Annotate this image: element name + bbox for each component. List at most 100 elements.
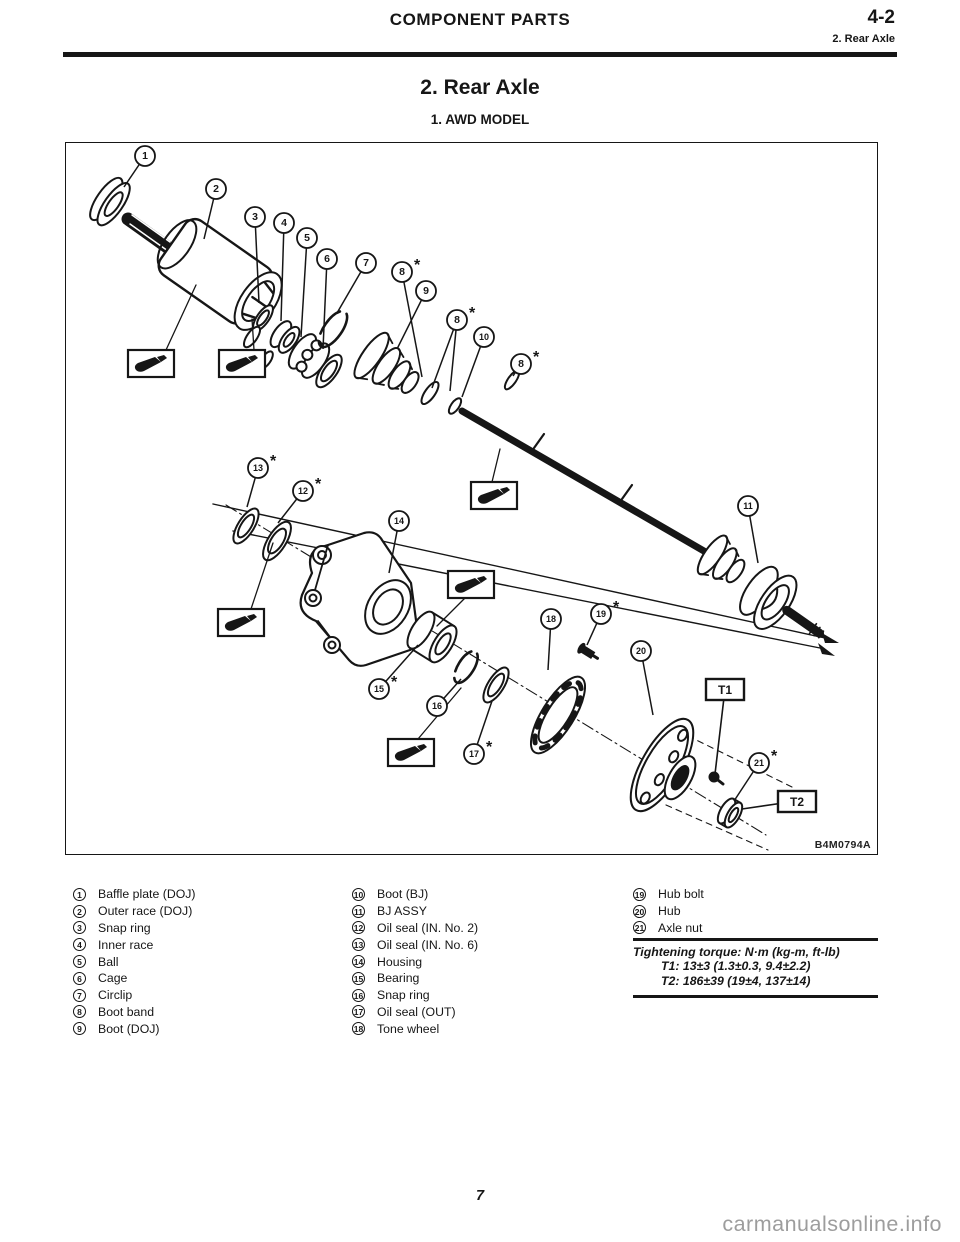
legend-item-number: 5 xyxy=(73,955,86,969)
callout-circle xyxy=(446,309,468,331)
legend-item-number: 6 xyxy=(73,971,86,985)
legend-item-number: 19 xyxy=(633,887,646,901)
callout-circle xyxy=(368,678,390,700)
legend-item: 19 Hub bolt xyxy=(633,886,908,903)
replace-asterisk: * xyxy=(270,453,277,470)
callout-circle xyxy=(316,248,338,270)
legend-item-label: Tone wheel xyxy=(377,1021,440,1036)
legend-item: 16 Snap ring xyxy=(352,987,627,1004)
legend-item-label: Oil seal (OUT) xyxy=(377,1004,456,1019)
grease-tube-nozzle xyxy=(157,355,167,362)
legend-item-label: Snap ring xyxy=(98,920,151,935)
torque-value-t2: T2: 186±39 (19±4, 137±14) xyxy=(661,973,811,988)
grease-tube-icon xyxy=(134,357,161,372)
legend-item-number: 14 xyxy=(352,955,365,969)
callout-circle xyxy=(737,495,759,517)
legend-item-number: 18 xyxy=(352,1022,365,1036)
legend-item-label: Bearing xyxy=(377,971,420,986)
legend-item-label: Oil seal (IN. No. 6) xyxy=(377,937,479,952)
callout-number: 8 xyxy=(399,266,405,278)
grease-box xyxy=(216,607,266,638)
torque-label-box xyxy=(704,677,746,702)
legend-item-label: Outer race (DOJ) xyxy=(98,904,193,919)
legend-item-number: 16 xyxy=(352,988,365,1002)
callout-number: 3 xyxy=(252,211,258,223)
callout-leader xyxy=(431,319,458,389)
callout-number: 7 xyxy=(363,257,369,269)
page-header-subsection: 2. Rear Axle xyxy=(832,33,895,45)
callout-number: 18 xyxy=(546,614,556,624)
replace-asterisk: * xyxy=(771,748,778,765)
callout-circle xyxy=(426,695,448,717)
legend-item-number: 9 xyxy=(73,1022,86,1036)
torque-leader xyxy=(714,688,726,775)
legend-item-number: 10 xyxy=(352,887,365,901)
legend-item-label: Ball xyxy=(98,954,119,969)
grease-tube-nozzle xyxy=(417,744,427,751)
replace-asterisk: * xyxy=(486,739,493,756)
callout-number: 16 xyxy=(432,701,442,711)
legend-item-label: Baffle plate (DOJ) xyxy=(98,887,196,902)
legend-item-label: Inner race xyxy=(98,937,154,952)
replace-asterisk: * xyxy=(469,305,476,322)
grease-box xyxy=(126,348,176,379)
callout-number: 10 xyxy=(479,332,489,342)
callout-number: 8 xyxy=(454,314,460,326)
callout-number: 19 xyxy=(596,609,606,619)
legend-item: 13 Oil seal (IN. No. 6) xyxy=(352,936,627,953)
callout-number: 17 xyxy=(469,749,479,759)
watermark-text: carmanualsonline.info xyxy=(722,1212,942,1236)
legend-item-label: Snap ring xyxy=(377,988,430,1003)
callout-circle xyxy=(388,510,410,532)
callout-circle xyxy=(205,178,227,200)
callout-circle xyxy=(391,261,413,283)
callout-circle xyxy=(510,353,532,375)
callout-leader xyxy=(322,258,328,350)
legend-item-label: Boot (DOJ) xyxy=(98,1021,160,1036)
legend-item-label: BJ ASSY xyxy=(377,904,427,919)
callout-circle xyxy=(463,743,485,765)
callout-number: 2 xyxy=(213,183,219,195)
callout-circle xyxy=(247,457,269,479)
callout-circle xyxy=(590,603,612,625)
legend-item-number: 15 xyxy=(352,971,365,985)
callout-circle xyxy=(473,326,495,348)
callout-circle xyxy=(748,752,770,774)
torque-label-box xyxy=(776,789,818,814)
callout-circle xyxy=(355,252,377,274)
callout-number: 21 xyxy=(754,758,764,768)
page-number: 7 xyxy=(475,1188,485,1204)
callout-circle xyxy=(244,206,266,228)
callout-circle xyxy=(630,640,652,662)
grease-tube-nozzle xyxy=(247,614,257,621)
legend-item-number: 1 xyxy=(73,887,86,901)
callout-circle xyxy=(540,608,562,630)
callout-circle xyxy=(273,212,295,234)
callout-leader xyxy=(300,237,308,338)
callout-circle xyxy=(296,227,318,249)
callout-leader xyxy=(254,216,260,304)
replace-asterisk: * xyxy=(533,349,540,366)
legend-item-label: Hub bolt xyxy=(658,887,704,902)
replace-asterisk: * xyxy=(414,257,421,274)
legend-item-label: Oil seal (IN. No. 2) xyxy=(377,920,479,935)
figure-code: B4M0794A xyxy=(814,839,871,851)
section-subtitle: 1. AWD MODEL xyxy=(430,112,530,127)
grease-tube-icon xyxy=(224,616,251,631)
page-header-code: 4-2 xyxy=(867,7,895,28)
legend-item-number: 13 xyxy=(352,938,365,952)
grease-tube-nozzle xyxy=(500,487,510,494)
callout-number: 8 xyxy=(518,358,524,370)
